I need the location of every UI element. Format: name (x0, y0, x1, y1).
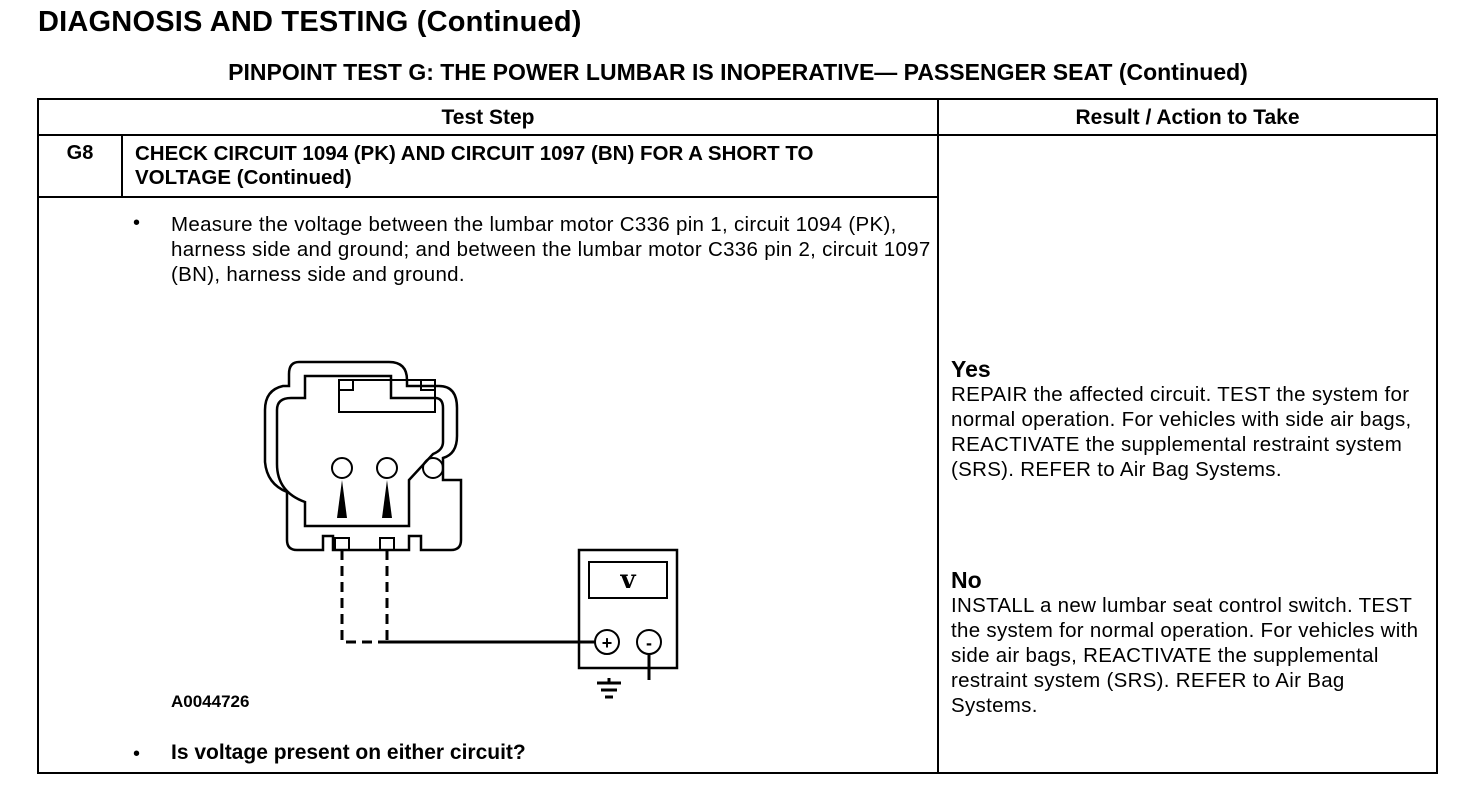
connector-inner (275, 374, 445, 528)
latch-tab-left (338, 379, 354, 391)
step-instruction: Measure the voltage between the lumbar m… (171, 213, 931, 286)
voltmeter-plus-jack (594, 629, 620, 655)
column-header-test-step: Test Step (441, 106, 535, 129)
step-title-divider (39, 196, 937, 198)
result-yes: Yes REPAIR the affected circuit. TEST th… (951, 356, 1431, 482)
step-id-divider (121, 134, 123, 196)
connector-measurement-diagram: v + - (263, 360, 679, 680)
figure-id: A0044726 (171, 692, 250, 711)
result-no: No INSTALL a new lumbar seat control swi… (951, 567, 1431, 718)
terminal-block-1 (334, 537, 350, 551)
voltmeter-display (588, 561, 668, 599)
voltmeter-minus-label: - (646, 633, 652, 653)
header-divider (39, 134, 1436, 136)
column-header-result: Result / Action to Take (1075, 106, 1300, 129)
column-divider (937, 100, 939, 772)
terminal-block-2 (379, 537, 395, 551)
result-yes-label: Yes (951, 356, 991, 382)
connector-body (263, 360, 463, 552)
voltmeter-plus-label: + (602, 633, 613, 653)
result-yes-action: REPAIR the affected circuit. TEST the sy… (951, 383, 1412, 481)
pinpoint-test-table: Test Step Result / Action to Take G8 CHE… (37, 98, 1438, 774)
connector-pin-1 (331, 457, 353, 479)
page-title: DIAGNOSIS AND TESTING (Continued) (38, 6, 582, 38)
ground-symbol-icon (597, 678, 621, 699)
bullet-marker: • (133, 212, 141, 234)
result-no-label: No (951, 567, 982, 593)
step-question: Is voltage present on either circuit? (171, 741, 526, 764)
pinpoint-test-title: PINPOINT TEST G: THE POWER LUMBAR IS INO… (228, 59, 1248, 85)
step-title: CHECK CIRCUIT 1094 (PK) AND CIRCUIT 1097… (135, 142, 814, 189)
probe-pin-2 (382, 480, 392, 518)
result-no-action: INSTALL a new lumbar seat control switch… (951, 594, 1419, 717)
connector-latch (338, 379, 436, 413)
bullet-marker: • (133, 743, 141, 765)
latch-tab-right (420, 379, 436, 391)
step-id: G8 (66, 142, 94, 164)
lead-pin-1 (340, 550, 387, 644)
connector-pin-3 (422, 457, 444, 479)
voltmeter-symbol: v (619, 565, 636, 595)
connector-pin-2 (376, 457, 398, 479)
probe-pin-1 (337, 480, 347, 518)
voltmeter (577, 548, 679, 670)
